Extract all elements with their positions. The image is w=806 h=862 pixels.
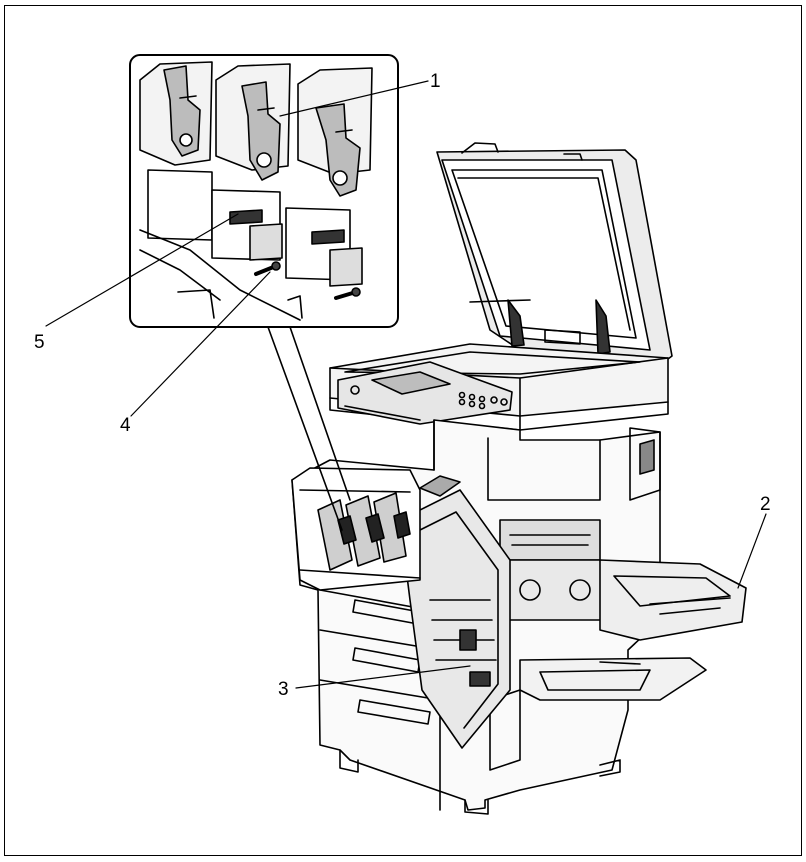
inset-detail: [129, 54, 399, 531]
right-side-door: [599, 559, 747, 641]
figure-frame: [4, 5, 802, 856]
bypass-tray: [519, 657, 707, 701]
callout-2: 2: [760, 494, 771, 515]
scanner-lid: [436, 142, 673, 363]
front-door: [399, 489, 511, 749]
callout-3: 3: [278, 679, 289, 700]
control-panel: [337, 361, 513, 425]
callout-5: 5: [34, 332, 45, 353]
imaging-units: [291, 467, 461, 591]
callout-1: 1: [430, 71, 441, 92]
callout-4: 4: [120, 415, 131, 436]
callout-leaders: [45, 80, 767, 689]
